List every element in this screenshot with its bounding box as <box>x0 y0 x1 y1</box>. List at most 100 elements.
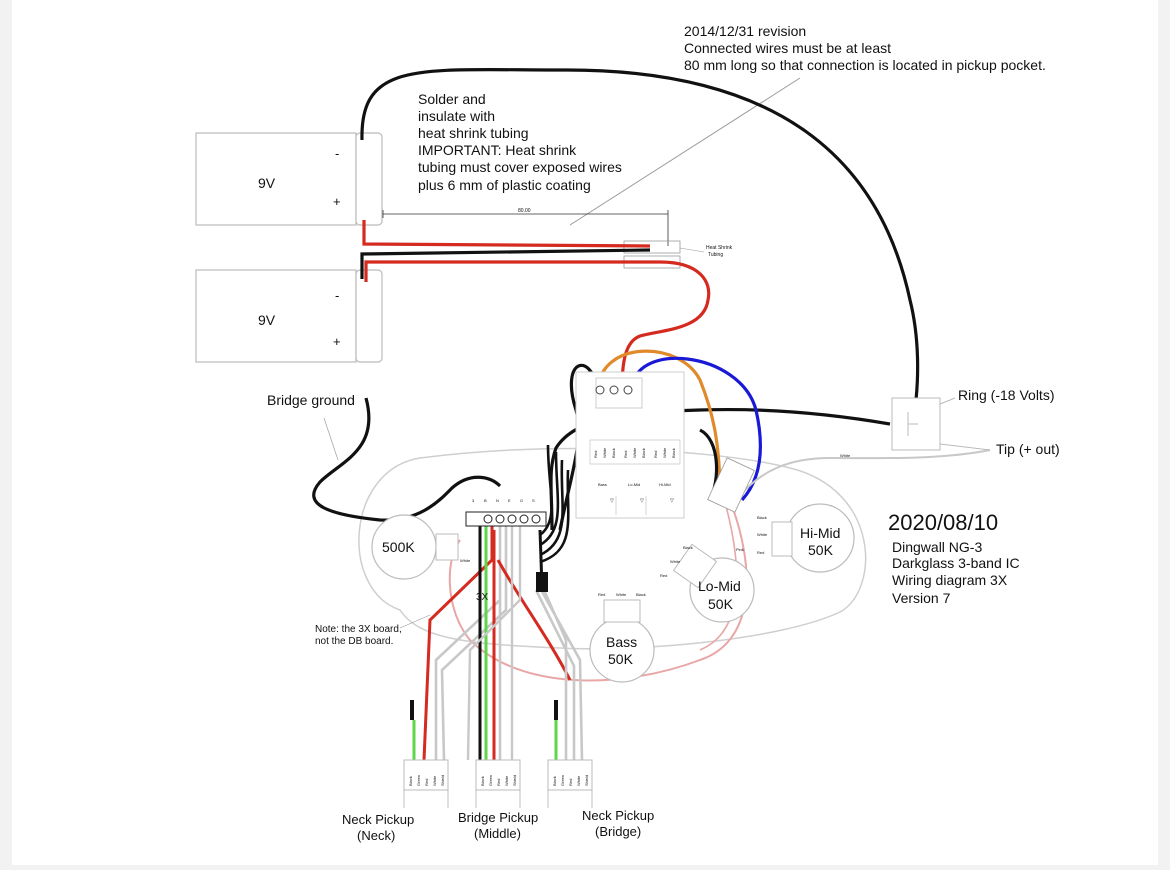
dimension-label: 80.00 <box>518 208 531 214</box>
pickup-wire-label: Green <box>560 775 565 786</box>
board-wire-label: Black <box>611 448 616 458</box>
board-switch <box>707 457 755 513</box>
solder-note-line-2: insulate with <box>418 108 495 124</box>
board-section-hi-mid: Hi-Mid <box>659 482 671 487</box>
pickup-terminal-neck: Black Green Red White Shield <box>403 759 449 791</box>
pickup-wire-label: Black <box>408 776 413 786</box>
pot-lo-mid-wire-label: Black <box>683 545 693 550</box>
wire-red-battery-2 <box>364 260 711 391</box>
board-wire-label: Red <box>653 451 658 458</box>
pot-bass-wire-label: Black <box>636 592 646 597</box>
board-trim-symbol: ▽ <box>610 498 614 504</box>
board-connector <box>465 511 547 527</box>
wire-white-neck <box>434 520 502 760</box>
battery-plus-label: + <box>333 334 341 349</box>
wire-bridge-ground <box>312 397 502 522</box>
pot-lo-mid: Lo-Mid 50K Black White Red Pink <box>660 543 755 623</box>
pickup-wire-label: Shield <box>584 775 589 786</box>
terminal-mark: 3 <box>472 498 475 503</box>
pickup-wire-label: Shield <box>512 775 517 786</box>
pot-500k-white-label: White <box>460 558 471 563</box>
info-line-2: Darkglass 3-band IC <box>892 555 1020 571</box>
wire-gray-bridge <box>534 587 584 761</box>
battery-minus-label: - <box>335 146 339 161</box>
revision-line-2: Connected wires must be at least <box>684 40 891 56</box>
wire-red-bridge <box>496 559 572 681</box>
battery-label: 9V <box>258 312 276 328</box>
wire-white-neck-2 <box>440 520 508 761</box>
pot-bass-label-1: Bass <box>606 634 637 650</box>
jack-tip-label: Tip (+ out) <box>996 441 1060 457</box>
pickup-wire-label: White <box>576 775 581 786</box>
battery-snap <box>355 132 383 226</box>
board-wire-label: White <box>602 447 607 458</box>
board-3x-mark: 3X <box>476 592 489 603</box>
board-terminal-marks: 3 B N E G S <box>472 498 535 503</box>
info-line-1: Dingwall NG-3 <box>892 539 982 555</box>
pickup-wire-label: Black <box>552 776 557 786</box>
battery-snap <box>355 269 383 363</box>
battery-plus-label: + <box>333 194 341 209</box>
bridge-ground-label: Bridge ground <box>267 392 355 408</box>
battery-label: 9V <box>258 175 276 191</box>
pickup-wire-label: Red <box>496 779 501 786</box>
terminal-mark: S <box>532 498 535 503</box>
board-trim-symbol: ▽ <box>640 498 644 504</box>
revision-line-3: 80 mm long so that connection is located… <box>684 57 1046 73</box>
pickup-neck-name: Neck Pickup <box>342 812 414 827</box>
pickup-bridge-position: (Bridge) <box>595 824 641 839</box>
battery-body <box>195 269 357 363</box>
pot-hi-mid-wire-label: Black <box>757 515 767 520</box>
board-section-lo-mid: Lo-Mid <box>628 482 640 487</box>
wire-black-battery-to-jack <box>360 68 920 401</box>
bridge-pickup-black-tab <box>536 572 548 592</box>
wire-red-top-battery <box>362 220 651 248</box>
board-wire-label: Red <box>593 451 598 458</box>
pot-bass-wire-label: Red <box>598 592 605 597</box>
battery-body <box>195 132 357 226</box>
dimension-line: 80.00 <box>382 208 669 246</box>
board-wire-label: Black <box>641 448 646 458</box>
board-wire-label: Black <box>671 448 676 458</box>
pot-lo-mid-label-1: Lo-Mid <box>698 578 741 594</box>
note-line-2: not the DB board. <box>315 636 393 647</box>
battery-top: 9V - + <box>195 132 383 226</box>
board-wire-label: Red <box>623 451 628 458</box>
solder-note-line-4: IMPORTANT: Heat shrink <box>418 142 577 158</box>
terminal-mark: E <box>508 498 511 503</box>
note-line-1: Note: the 3X board, <box>315 624 402 635</box>
solder-note-line-3: heat shrink tubing <box>418 125 529 141</box>
info-line-3: Wiring diagram 3X <box>892 572 1008 588</box>
heat-shrink-label-1: Heat Shrink <box>706 245 733 251</box>
terminal-mark: B <box>484 498 487 503</box>
pot-hi-mid-wire-label: Red <box>757 550 764 555</box>
info-date: 2020/08/10 <box>888 510 998 535</box>
note-leader <box>399 614 431 629</box>
pot-lo-mid-wire-label: Red <box>660 573 667 578</box>
pot-lo-mid-wire-label: White <box>670 559 681 564</box>
wire-blue <box>630 356 762 502</box>
info-line-4: Version 7 <box>892 590 951 606</box>
pickup-neck-position: (Neck) <box>357 828 395 843</box>
output-jack <box>891 397 991 451</box>
white-wire-label: White <box>840 453 851 458</box>
wire-red-neck <box>422 520 494 761</box>
board-section-bass: Bass <box>598 482 607 487</box>
pickup-wire-label: White <box>504 775 509 786</box>
wire-white-tip <box>735 449 991 501</box>
pot-bass: Bass 50K Red White Black <box>589 592 655 683</box>
pickup-wire-label: White <box>432 775 437 786</box>
heat-shrink-label-2: Tubing <box>708 252 723 258</box>
pickup-wire-label: Black <box>480 776 485 786</box>
pickup-terminal-bridge: Black Green Red White Shield <box>547 759 593 791</box>
jack-ring-label: Ring (-18 Volts) <box>958 387 1054 403</box>
revision-line-1: 2014/12/31 revision <box>684 23 806 39</box>
wire-orange <box>596 349 722 497</box>
solder-note-line-1: Solder and <box>418 91 486 107</box>
pickup-bridge-name: Neck Pickup <box>582 808 654 823</box>
pot-hi-mid-wire-label: White <box>757 532 768 537</box>
pickup-middle-name: Bridge Pickup <box>458 810 538 825</box>
pickup-wire-label: Green <box>416 775 421 786</box>
